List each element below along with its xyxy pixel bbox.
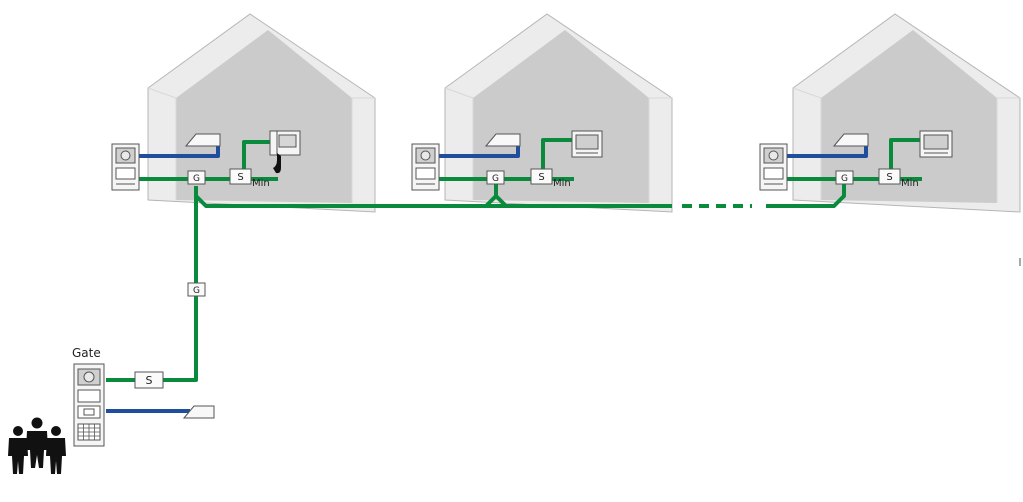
switch-label: S [886,172,892,183]
distributor-label: G [492,174,499,184]
distributor-label: G [193,174,200,184]
house-3 [792,13,1021,213]
switch-label: S [538,172,544,183]
riser-distributor-box: G [187,282,206,297]
door-lock-icon [182,405,215,419]
outdoor-station-icon [111,143,140,191]
distributor-box: G [187,170,206,185]
door-lock-icon [184,133,221,147]
min-label: Min [252,178,270,189]
people-icon [8,417,66,474]
handsfree-monitor-icon [919,130,953,158]
bus-line [242,140,270,179]
outdoor-station-icon [759,143,788,191]
gate-switch-box: S [134,371,164,389]
switch-box: S Min [878,168,919,189]
house-2 [444,13,673,213]
distributor-box: G [835,170,854,185]
handsfree-monitor-icon [571,130,603,158]
min-label: Min [901,178,919,189]
gate-label: Gate [72,346,101,360]
distributor-box: G [486,170,505,185]
bus-line [194,186,672,208]
distributor-label: G [841,174,848,184]
switch-label: S [146,374,153,387]
gate-outdoor-station-icon [73,363,105,447]
switch-box: S Min [229,168,270,189]
handset-monitor-icon [269,130,301,174]
bus-line [889,138,920,179]
house-1 [147,13,376,213]
distributor-label: G [193,286,200,296]
switch-label: S [237,172,243,183]
switch-box: S Min [530,168,571,189]
door-lock-icon [484,133,521,147]
min-label: Min [553,178,571,189]
outdoor-station-icon [411,143,440,191]
bus-line [541,138,572,179]
door-lock-icon [832,133,869,147]
bus-line [106,196,198,382]
bus-line [766,184,846,208]
